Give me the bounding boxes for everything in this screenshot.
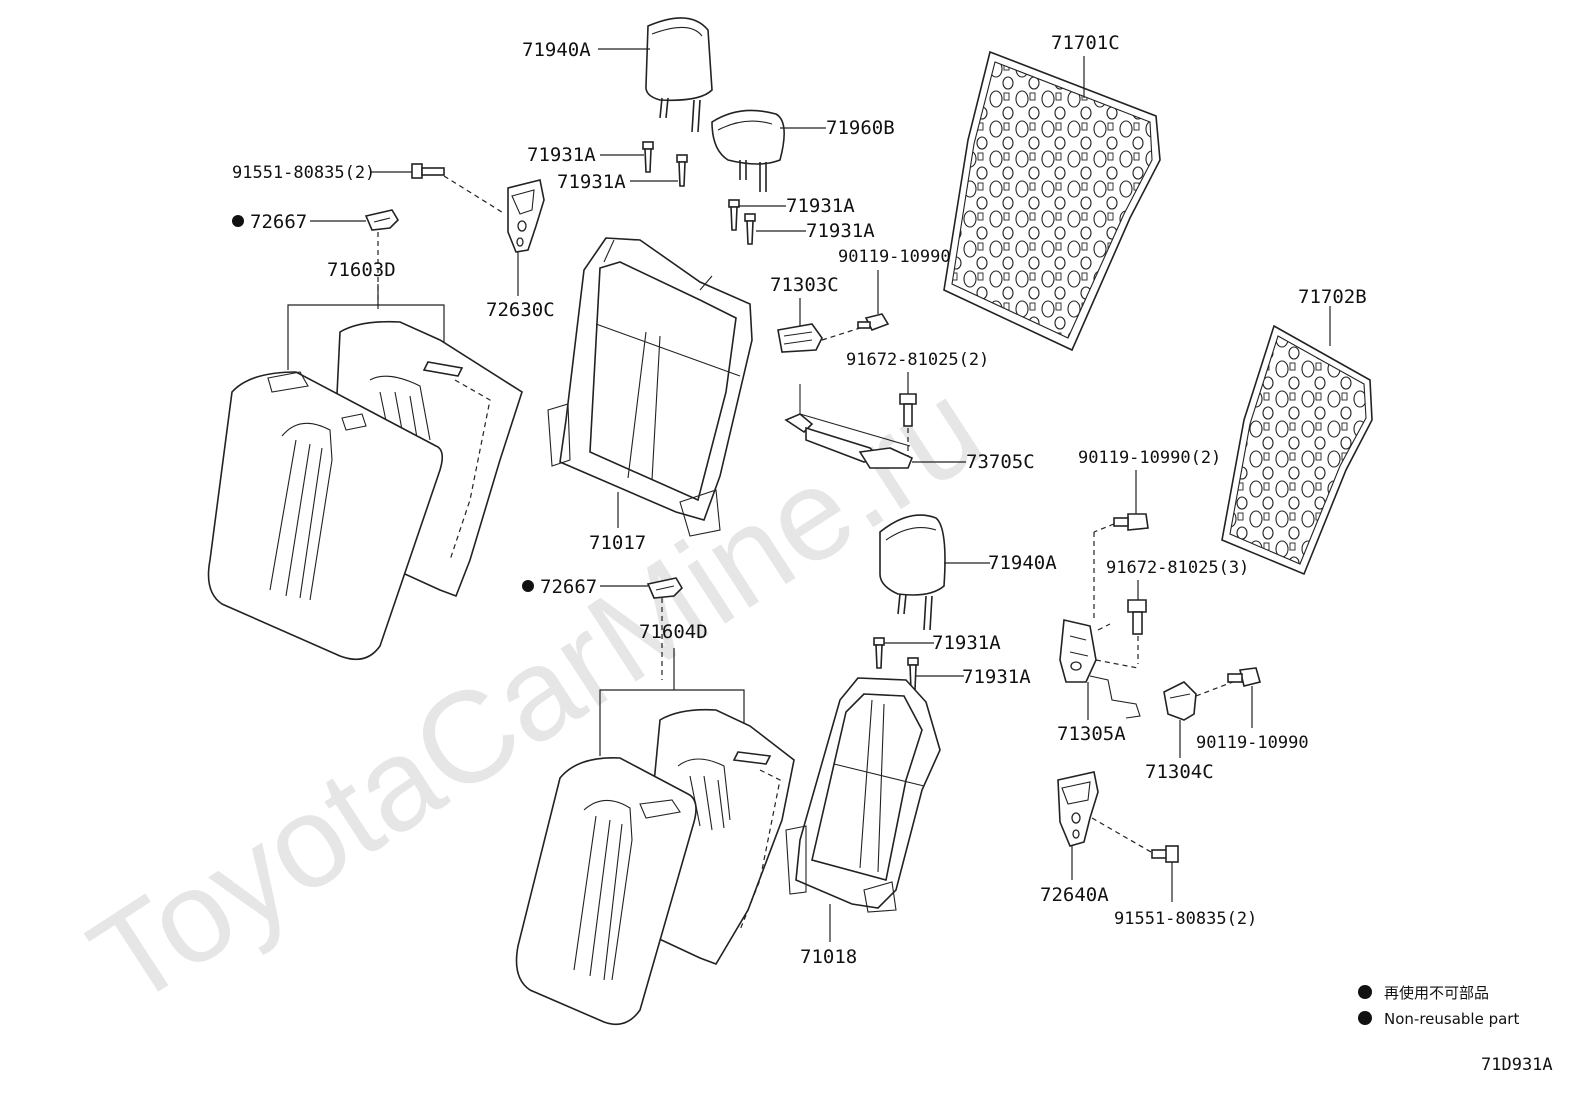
label-71931a-6: 71931A [962, 666, 1031, 688]
label-71931a-5: 71931A [932, 632, 1001, 654]
bracket-73705c [784, 384, 914, 469]
label-72667-bottom: 72667 [540, 576, 597, 598]
clip-72667-bottom [646, 577, 684, 599]
label-90119-top: 90119-10990 [838, 247, 951, 267]
seatback-frame-71018 [785, 677, 941, 913]
label-71931a-2: 71931A [557, 171, 626, 193]
legend: 再使用不可部品 Non-reusable part [1358, 984, 1519, 1028]
bolt-90119-mid [1113, 513, 1149, 531]
legend-dot-1 [1358, 985, 1372, 999]
label-71018: 71018 [800, 946, 857, 968]
label-91551-top: 91551-80835(2) [232, 163, 375, 183]
clip-72667-top [364, 209, 400, 231]
guide-pin-71931a [728, 199, 756, 245]
seatback-frame-71017 [547, 237, 753, 537]
bracket-71303c [777, 323, 823, 353]
label-91672-top: 91672-81025(2) [846, 350, 989, 370]
label-72667-top: 72667 [250, 211, 307, 233]
legend-text-en: Non-reusable part [1384, 1010, 1519, 1028]
label-71604d: 71604D [639, 621, 708, 643]
bolt-91551-bot [1151, 845, 1179, 863]
label-91672-3: 91672-81025(3) [1106, 558, 1249, 578]
label-71931a-4: 71931A [806, 220, 875, 242]
label-71303c: 71303C [770, 274, 839, 296]
label-71931a-1: 71931A [527, 144, 596, 166]
label-71603d: 71603D [327, 259, 396, 281]
label-71305a: 71305A [1057, 723, 1126, 745]
bolt-90119-bot [1227, 667, 1261, 687]
bolt-90119-top [857, 313, 890, 332]
seatback-cover-71604d [515, 708, 795, 1026]
legend-text-ja: 再使用不可部品 [1384, 984, 1489, 1002]
non-reusable-dot [522, 580, 534, 592]
label-71940a-top: 71940A [522, 39, 591, 61]
legend-dot-2 [1358, 1011, 1372, 1025]
label-71931a-3: 71931A [786, 195, 855, 217]
label-71960b: 71960B [826, 117, 895, 139]
bracket-71304c [1163, 681, 1197, 721]
label-90119-bot: 90119-10990 [1196, 733, 1309, 753]
label-71701c: 71701C [1051, 32, 1120, 54]
bolt-91672-top [899, 393, 917, 427]
label-72640a: 72640A [1040, 884, 1109, 906]
label-71304c: 71304C [1145, 761, 1214, 783]
label-71017: 71017 [589, 532, 646, 554]
seatback-cover-71603d [207, 320, 523, 661]
non-reusable-dot [232, 215, 244, 227]
seatback-board-71702b [1221, 324, 1373, 576]
bolt-91551-top [411, 163, 445, 179]
headrest-71940a-top [645, 17, 713, 133]
bolt-91672-mid [1127, 599, 1147, 635]
label-71940a-bottom: 71940A [988, 552, 1057, 574]
label-72630c: 72630C [486, 299, 555, 321]
hinge-72640a [1057, 771, 1099, 847]
label-91551-bot: 91551-80835(2) [1114, 909, 1257, 929]
guide-pin-71931a [642, 141, 688, 187]
headrest-71940a-bottom [879, 514, 946, 631]
label-73705c: 73705C [966, 451, 1035, 473]
diagram-code: 71D931A [1481, 1055, 1553, 1075]
seatback-board-71701c [943, 50, 1161, 352]
label-71702b: 71702B [1298, 286, 1367, 308]
headrest-71960b [711, 109, 785, 192]
bracket-71305a [1059, 619, 1141, 719]
label-90119-2: 90119-10990(2) [1078, 448, 1221, 468]
hinge-72630c [507, 179, 545, 253]
